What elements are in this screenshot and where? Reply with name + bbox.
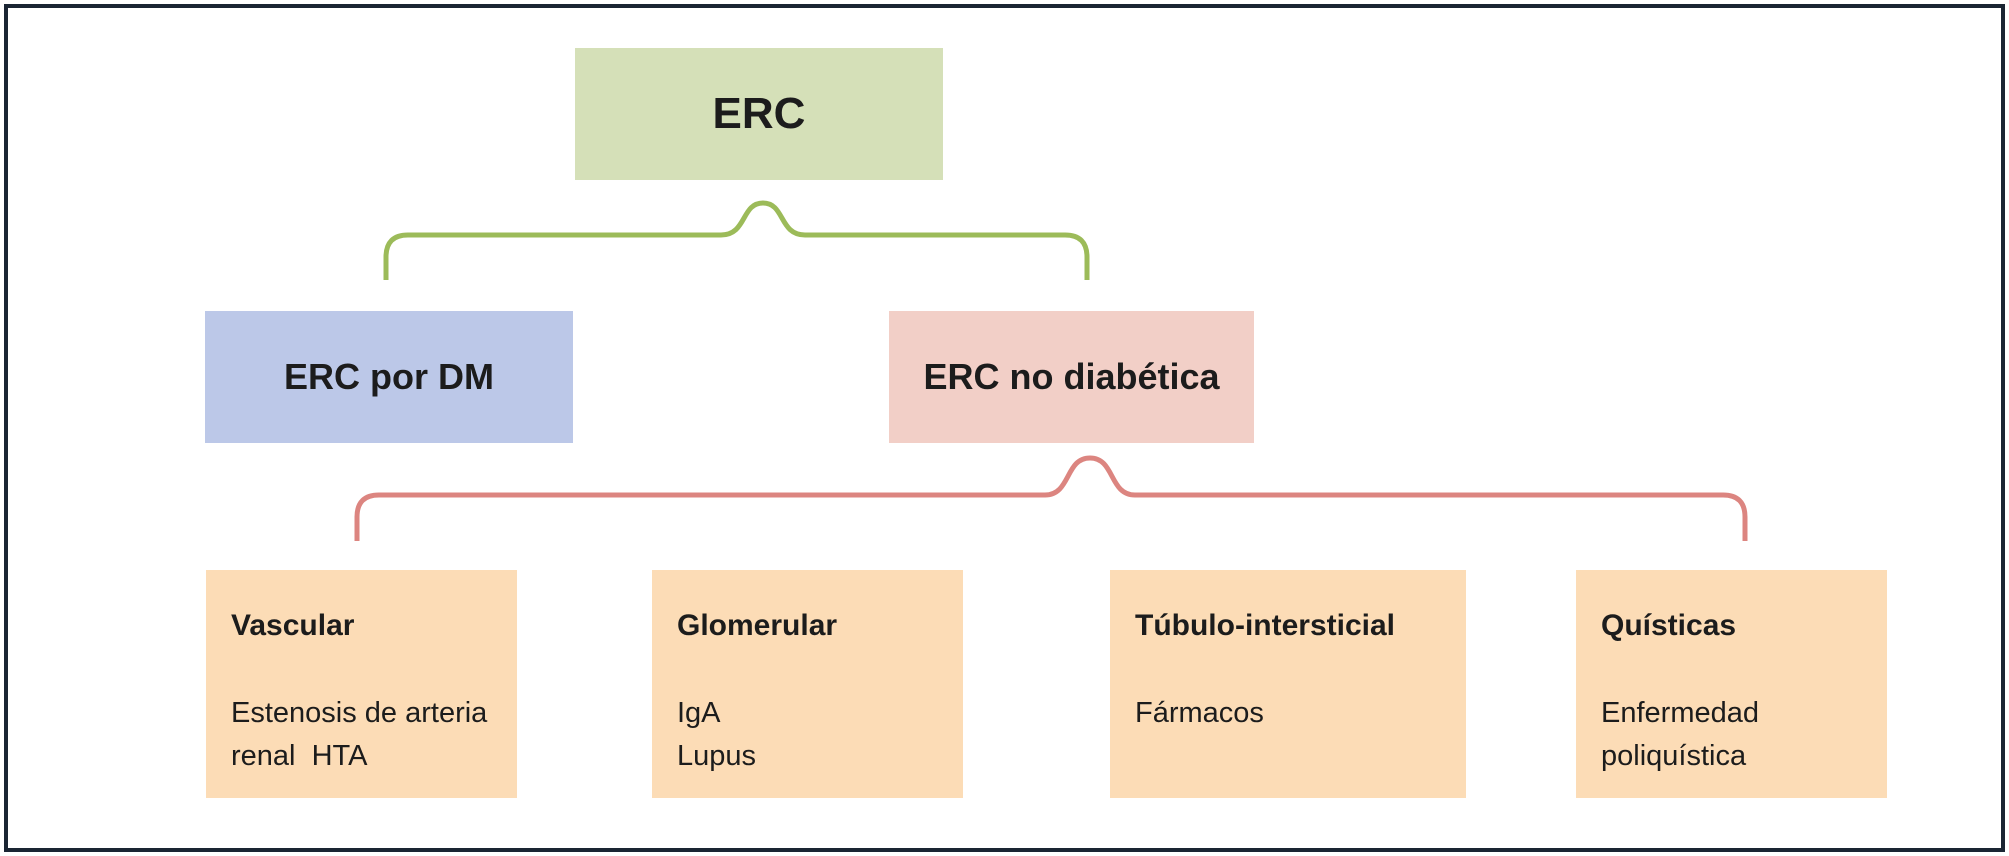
- node-vascular: Vascular Estenosis de arteria renal HTA: [206, 570, 517, 798]
- node-erc-no-diabetica: ERC no diabética: [889, 311, 1254, 443]
- node-erc-por-dm: ERC por DM: [205, 311, 573, 443]
- node-tubulo-intersticial: Túbulo-intersticial Fármacos: [1110, 570, 1466, 798]
- node-tubulo-intersticial-items: Fármacos: [1135, 697, 1264, 729]
- node-vascular-items: Estenosis de arteria renal HTA: [231, 697, 488, 772]
- node-erc-label: ERC: [712, 89, 806, 138]
- green-brace-connector: [383, 200, 1090, 280]
- node-erc-por-dm-label: ERC por DM: [284, 356, 494, 397]
- node-glomerular-items: IgA Lupus: [677, 697, 757, 772]
- node-glomerular: Glomerular IgA Lupus: [652, 570, 963, 798]
- node-glomerular-title: Glomerular: [677, 609, 838, 642]
- node-quisticas: Quísticas Enfermedad poliquística: [1576, 570, 1887, 798]
- node-tubulo-intersticial-title: Túbulo-intersticial: [1135, 609, 1396, 642]
- node-vascular-title: Vascular: [231, 609, 355, 642]
- pink-brace-connector: [354, 455, 1748, 541]
- node-erc: ERC: [575, 48, 943, 180]
- node-erc-no-diabetica-label: ERC no diabética: [923, 356, 1220, 397]
- node-quisticas-items: Enfermedad poliquística: [1601, 697, 1759, 772]
- node-quisticas-title: Quísticas: [1601, 609, 1737, 642]
